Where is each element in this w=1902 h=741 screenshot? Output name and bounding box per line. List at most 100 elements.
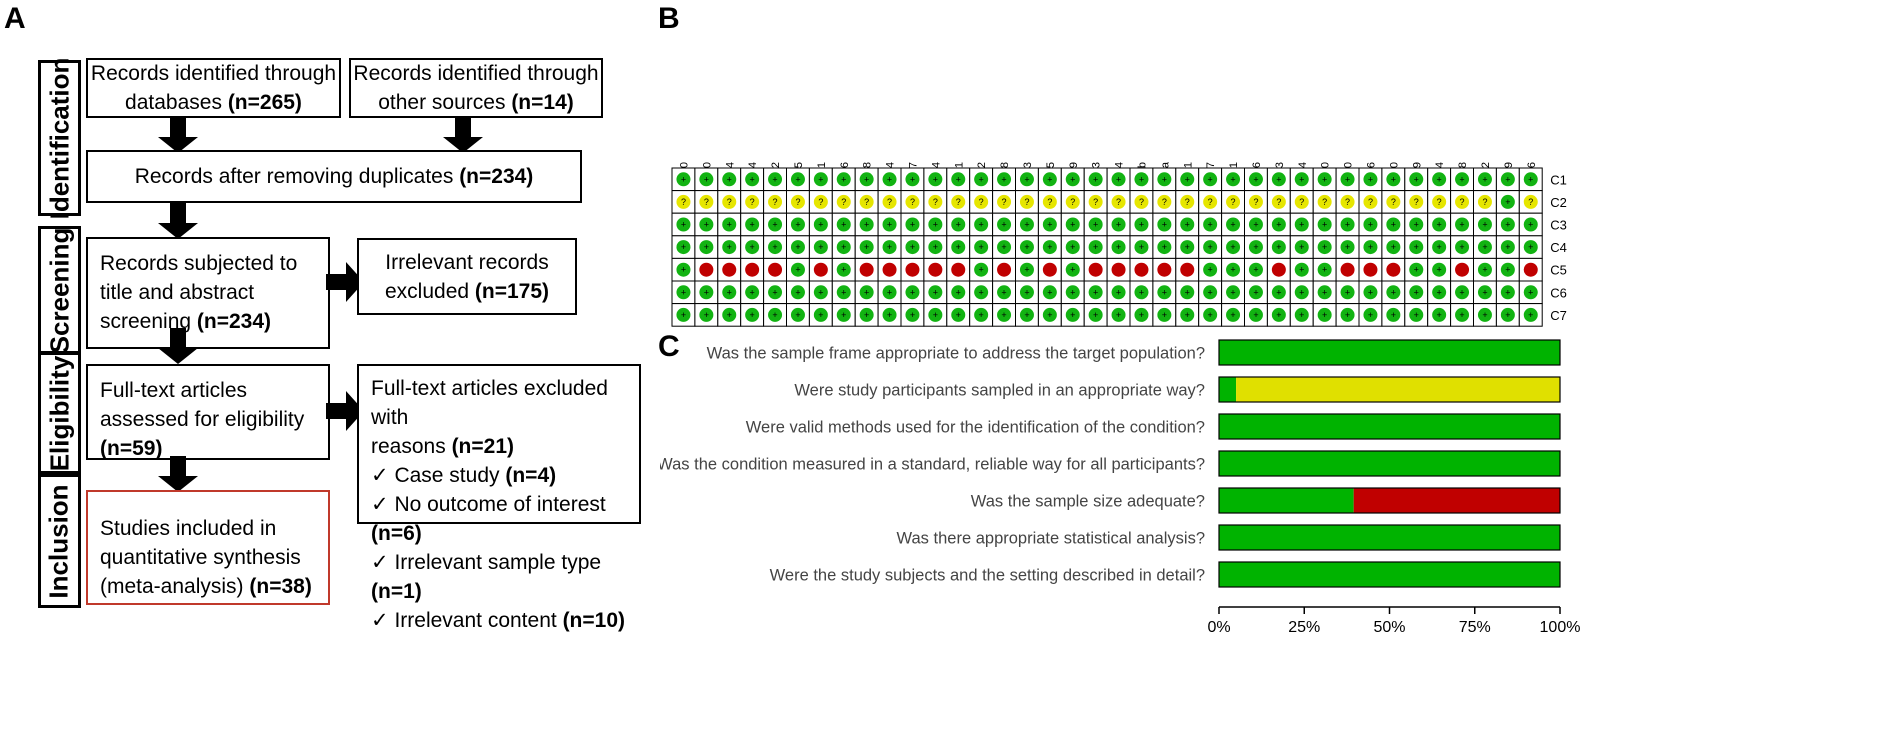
question-label: Was the sample size adequate? bbox=[971, 493, 1205, 511]
judgement-dot bbox=[1203, 262, 1218, 277]
judgement-symbol: + bbox=[1185, 242, 1190, 252]
judgement-symbol: + bbox=[1437, 242, 1442, 252]
judgement-dot bbox=[699, 307, 714, 322]
judgement-dot bbox=[836, 307, 851, 322]
judgement-symbol: + bbox=[1185, 287, 1190, 297]
judgement-symbol: + bbox=[1437, 310, 1442, 320]
judgement-symbol: ? bbox=[704, 197, 709, 207]
box-databases: Records identified through databases (n=… bbox=[86, 58, 341, 118]
judgement-symbol: ? bbox=[979, 197, 984, 207]
judgement-symbol: + bbox=[1139, 242, 1144, 252]
judgement-dot bbox=[1271, 217, 1286, 232]
judgement-symbol: ? bbox=[1093, 197, 1098, 207]
judgement-dot bbox=[1226, 240, 1241, 255]
judgement-symbol: + bbox=[1368, 310, 1373, 320]
judgement-dot bbox=[1248, 194, 1263, 209]
judgement-symbol: + bbox=[1322, 242, 1327, 252]
judgement-dot bbox=[1019, 262, 1034, 277]
judgement-symbol: ? bbox=[910, 197, 915, 207]
judgement-dot bbox=[1409, 285, 1424, 300]
judgement-symbol: + bbox=[1482, 287, 1487, 297]
judgement-symbol: + bbox=[727, 242, 732, 252]
judgement-symbol: + bbox=[795, 265, 800, 275]
judgement-symbol: + bbox=[956, 242, 961, 252]
judgement-dot bbox=[928, 240, 943, 255]
judgement-dot bbox=[790, 307, 805, 322]
judgement-symbol: + bbox=[818, 174, 823, 184]
judgement-dot bbox=[1180, 240, 1195, 255]
judgement-dot bbox=[1455, 217, 1470, 232]
judgement-dot bbox=[676, 262, 691, 277]
judgement-dot bbox=[1203, 285, 1218, 300]
judgement-dot bbox=[1042, 285, 1057, 300]
judgement-symbol: + bbox=[750, 310, 755, 320]
judgement-dot bbox=[1409, 240, 1424, 255]
judgement-symbol: + bbox=[1024, 287, 1029, 297]
judgement-dot bbox=[1500, 240, 1515, 255]
judgement-symbol: + bbox=[704, 174, 709, 184]
judgement-dot bbox=[1294, 217, 1309, 232]
judgement-dot bbox=[768, 285, 783, 300]
judgement-symbol: + bbox=[1276, 174, 1281, 184]
judgement-dot bbox=[745, 194, 760, 209]
box-screening: Records subjected to title and abstract … bbox=[86, 237, 330, 349]
judgement-symbol: + bbox=[1322, 220, 1327, 230]
criterion-label: C3 bbox=[1550, 218, 1567, 233]
judgement-symbol: + bbox=[1459, 220, 1464, 230]
judgement-symbol: + bbox=[1505, 174, 1510, 184]
judgement-dot bbox=[1111, 240, 1126, 255]
judgement-symbol: + bbox=[704, 287, 709, 297]
judgement-symbol: ? bbox=[1528, 197, 1533, 207]
judgement-symbol: + bbox=[1299, 287, 1304, 297]
judgement-symbol: ? bbox=[841, 197, 846, 207]
judgement-symbol: + bbox=[1024, 310, 1029, 320]
bar-outline bbox=[1218, 450, 1561, 477]
judgement-symbol: ? bbox=[1208, 197, 1213, 207]
judgement-dot bbox=[1111, 172, 1126, 187]
judgement-symbol: + bbox=[818, 242, 823, 252]
judgement-symbol: ? bbox=[1024, 197, 1029, 207]
judgement-symbol: + bbox=[1208, 174, 1213, 184]
judgement-dot bbox=[1386, 307, 1401, 322]
judgement-dot bbox=[1500, 307, 1515, 322]
judgement-dot bbox=[1180, 262, 1195, 277]
criterion-label: C7 bbox=[1550, 308, 1567, 323]
judgement-dot bbox=[1271, 307, 1286, 322]
judgement-symbol: + bbox=[1505, 265, 1510, 275]
judgement-symbol: + bbox=[887, 242, 892, 252]
judgement-symbol: + bbox=[1230, 174, 1235, 184]
judgement-dot bbox=[1111, 217, 1126, 232]
check-icon: ✓ bbox=[371, 609, 389, 632]
judgement-symbol: + bbox=[1299, 242, 1304, 252]
judgement-symbol: + bbox=[887, 174, 892, 184]
judgement-symbol: + bbox=[1414, 287, 1419, 297]
reason-item: ✓ Irrelevant sample type (n=1) bbox=[371, 551, 602, 603]
judgement-symbol: + bbox=[772, 220, 777, 230]
judgement-dot bbox=[1340, 217, 1355, 232]
judgement-symbol: + bbox=[1299, 220, 1304, 230]
judgement-symbol: + bbox=[772, 310, 777, 320]
judgement-dot bbox=[1455, 194, 1470, 209]
judgement-symbol: + bbox=[1208, 242, 1213, 252]
judgement-symbol: + bbox=[1116, 242, 1121, 252]
judgement-dot bbox=[676, 307, 691, 322]
judgement-dot bbox=[1248, 262, 1263, 277]
judgement-symbol: + bbox=[1001, 287, 1006, 297]
judgement-dot bbox=[859, 285, 874, 300]
judgement-symbol: + bbox=[1482, 310, 1487, 320]
judgement-dot bbox=[745, 285, 760, 300]
judgement-dot bbox=[1317, 217, 1332, 232]
judgement-dot bbox=[1203, 172, 1218, 187]
question-label: Were the study subjects and the setting … bbox=[770, 567, 1205, 585]
judgement-dot bbox=[1157, 285, 1172, 300]
judgement-symbol: + bbox=[1414, 265, 1419, 275]
box-after-duplicates: Records after removing duplicates (n=234… bbox=[86, 150, 582, 203]
judgement-dot bbox=[790, 240, 805, 255]
stage-identification: Identification bbox=[38, 57, 81, 219]
judgement-dot bbox=[1294, 262, 1309, 277]
judgement-dot bbox=[1180, 172, 1195, 187]
judgement-dot bbox=[699, 285, 714, 300]
judgement-symbol: + bbox=[910, 174, 915, 184]
judgement-dot bbox=[699, 240, 714, 255]
judgement-dot bbox=[1157, 217, 1172, 232]
